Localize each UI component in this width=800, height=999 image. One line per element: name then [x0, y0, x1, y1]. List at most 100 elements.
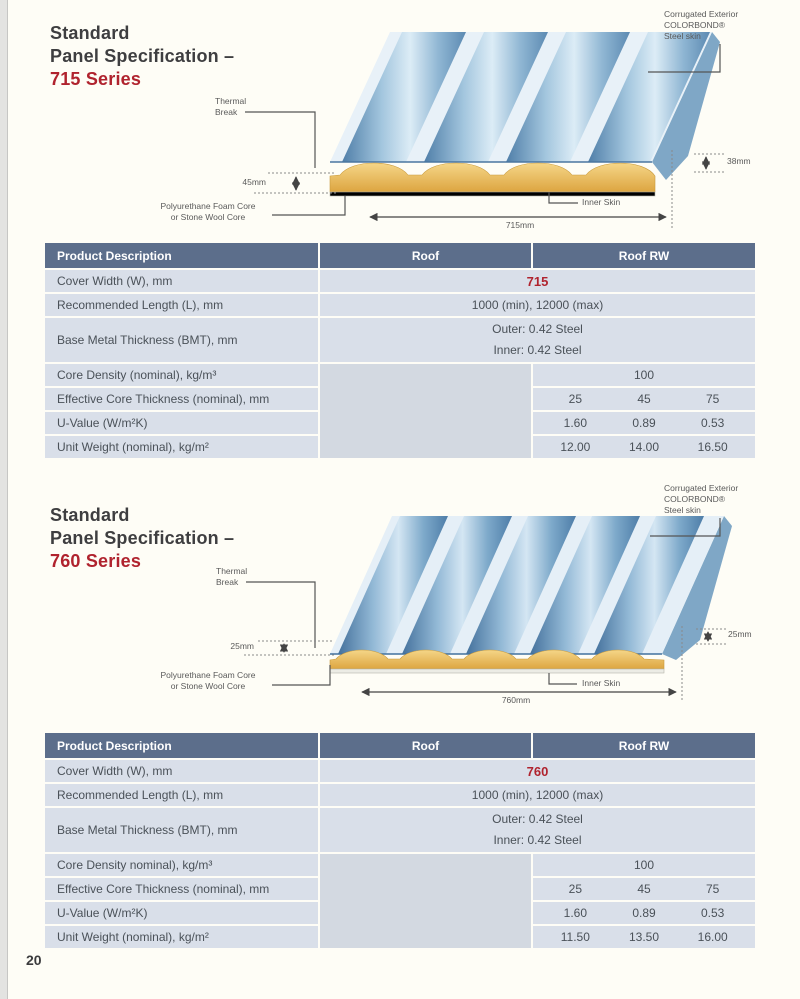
table-row: Core Density (nominal), kg/m³ 100: [45, 364, 755, 386]
table-row: Cover Width (W), mm 760: [45, 760, 755, 782]
table-row: U-Value (W/m²K) 1.60 0.89 0.53: [45, 902, 755, 924]
section-760: Standard Panel Specification – 760 Serie…: [0, 478, 800, 733]
value: 14.00: [628, 440, 660, 454]
value: 45: [637, 882, 651, 896]
section-title-715: Standard Panel Specification – 715 Serie…: [50, 22, 234, 91]
row-value: 760: [320, 760, 755, 782]
panel-height-dim-label: 25mm: [728, 629, 752, 639]
page-number: 20: [26, 952, 42, 968]
rib: [342, 32, 466, 162]
table-row: U-Value (W/m²K) 1.60 0.89 0.53: [45, 412, 755, 434]
panel-illustration-760: [244, 516, 732, 702]
header-roof-rw: Roof RW: [533, 733, 755, 758]
table-header-row: Product Description Roof Roof RW: [45, 733, 755, 758]
foam-core-label: Polyurethane Foam Core or Stone Wool Cor…: [160, 201, 256, 223]
panel-height-dim-label: 38mm: [727, 156, 751, 166]
row-label: Unit Weight (nominal), kg/m²: [45, 926, 318, 948]
row-label: Unit Weight (nominal), kg/m²: [45, 436, 318, 458]
panel-end-cap: [662, 516, 732, 660]
page-left-edge: [0, 0, 8, 999]
merged-roof-cell: [320, 854, 531, 948]
value: 0.53: [701, 906, 725, 920]
leader-foam-core: [272, 196, 346, 216]
leader-thermal-break: [245, 111, 316, 168]
leader-foam-core: [272, 665, 331, 686]
inner-skin-label: Inner Skin: [582, 678, 621, 688]
header-product-description: Product Description: [45, 243, 318, 268]
leader-corrugated: [648, 44, 721, 73]
table-row: Unit Weight (nominal), kg/m² 12.00 14.00…: [45, 436, 755, 458]
table-row: Effective Core Thickness (nominal), mm 2…: [45, 878, 755, 900]
row-label: Base Metal Thickness (BMT), mm: [45, 808, 318, 852]
core-thickness-dim-label: 45mm: [242, 177, 266, 187]
row-label: U-Value (W/m²K): [45, 902, 318, 924]
value: 16.00: [697, 930, 728, 944]
section-title-760: Standard Panel Specification – 760 Serie…: [50, 504, 234, 573]
row-label: U-Value (W/m²K): [45, 412, 318, 434]
rib: [424, 32, 548, 162]
panel-end-cap: [652, 32, 720, 180]
title-line: Panel Specification –: [50, 46, 235, 66]
title-line: Standard: [50, 23, 130, 43]
row-label: Effective Core Thickness (nominal), mm: [45, 388, 318, 410]
panel-715: [329, 32, 720, 197]
value: 1.60: [563, 416, 588, 430]
row-values: 25 45 75: [533, 388, 755, 410]
row-values: 12.00 14.00 16.50: [533, 436, 755, 458]
row-label: Cover Width (W), mm: [45, 270, 318, 292]
value: 13.50: [628, 930, 660, 944]
thermal-break-label: Thermal Break: [216, 566, 248, 588]
table-row: Effective Core Thickness (nominal), mm 2…: [45, 388, 755, 410]
row-label: Recommended Length (L), mm: [45, 784, 318, 806]
title-line: Panel Specification –: [50, 528, 235, 548]
row-label: Effective Core Thickness (nominal), mm: [45, 878, 318, 900]
rib: [588, 32, 710, 162]
row-label: Cover Width (W), mm: [45, 760, 318, 782]
row-label: Recommended Length (L), mm: [45, 294, 318, 316]
table-header-row: Product Description Roof Roof RW: [45, 243, 755, 268]
foam-core-label: Polyurethane Foam Core or Stone Wool Cor…: [160, 670, 256, 692]
header-roof-rw: Roof RW: [533, 243, 755, 268]
row-value: 100: [533, 854, 755, 876]
row-value: 1000 (min), 12000 (max): [320, 784, 755, 806]
leader-corrugated: [650, 518, 721, 537]
foam-core: [329, 649, 665, 670]
series-label: 715 Series: [50, 69, 142, 89]
header-roof: Roof: [320, 243, 531, 268]
thermal-break-label: Thermal Break: [215, 96, 247, 118]
corrugated-exterior-label: Corrugated Exterior COLORBOND® Steel ski…: [664, 9, 739, 42]
value: 0.53: [701, 416, 725, 430]
value: 11.50: [560, 930, 590, 944]
cover-width-dim-label: 715mm: [505, 220, 535, 230]
header-roof: Roof: [320, 733, 531, 758]
value: 45: [637, 392, 651, 406]
spec-table-715: Product Description Roof Roof RW Cover W…: [45, 243, 755, 458]
value: 12.00: [560, 440, 591, 454]
merged-roof-cell: [320, 364, 531, 458]
row-value: Outer: 0.42 Steel Inner: 0.42 Steel: [320, 318, 755, 362]
row-label: Core Density nominal), kg/m³: [45, 854, 318, 876]
table-row: Base Metal Thickness (BMT), mm Outer: 0.…: [45, 318, 755, 362]
table-row: Recommended Length (L), mm 1000 (min), 1…: [45, 294, 755, 316]
table-row: Unit Weight (nominal), kg/m² 11.50 13.50…: [45, 926, 755, 948]
rib: [506, 32, 630, 162]
spec-table-760: Product Description Roof Roof RW Cover W…: [45, 733, 755, 948]
inner-skin-layer: [329, 191, 656, 197]
value: 16.50: [697, 440, 728, 454]
table-row: Core Density nominal), kg/m³ 100: [45, 854, 755, 876]
section-715: Standard Panel Specification – 715 Serie…: [0, 0, 800, 243]
panel-illustration-715: [245, 32, 724, 228]
leader-thermal-break: [246, 581, 316, 648]
title-line: Standard: [50, 505, 130, 525]
value: 25: [568, 882, 583, 896]
cover-width-dim-label: 760mm: [501, 695, 531, 705]
row-label: Core Density (nominal), kg/m³: [45, 364, 318, 386]
row-values: 1.60 0.89 0.53: [533, 902, 755, 924]
corrugated-exterior-label: Corrugated Exterior COLORBOND® Steel ski…: [664, 483, 739, 516]
leader-inner-skin: [548, 192, 578, 204]
value: 75: [706, 882, 720, 896]
core-thickness-dim-label: 25mm: [230, 641, 254, 651]
row-value: Outer: 0.42 Steel Inner: 0.42 Steel: [320, 808, 755, 852]
inner-skin-label: Inner Skin: [582, 197, 621, 207]
